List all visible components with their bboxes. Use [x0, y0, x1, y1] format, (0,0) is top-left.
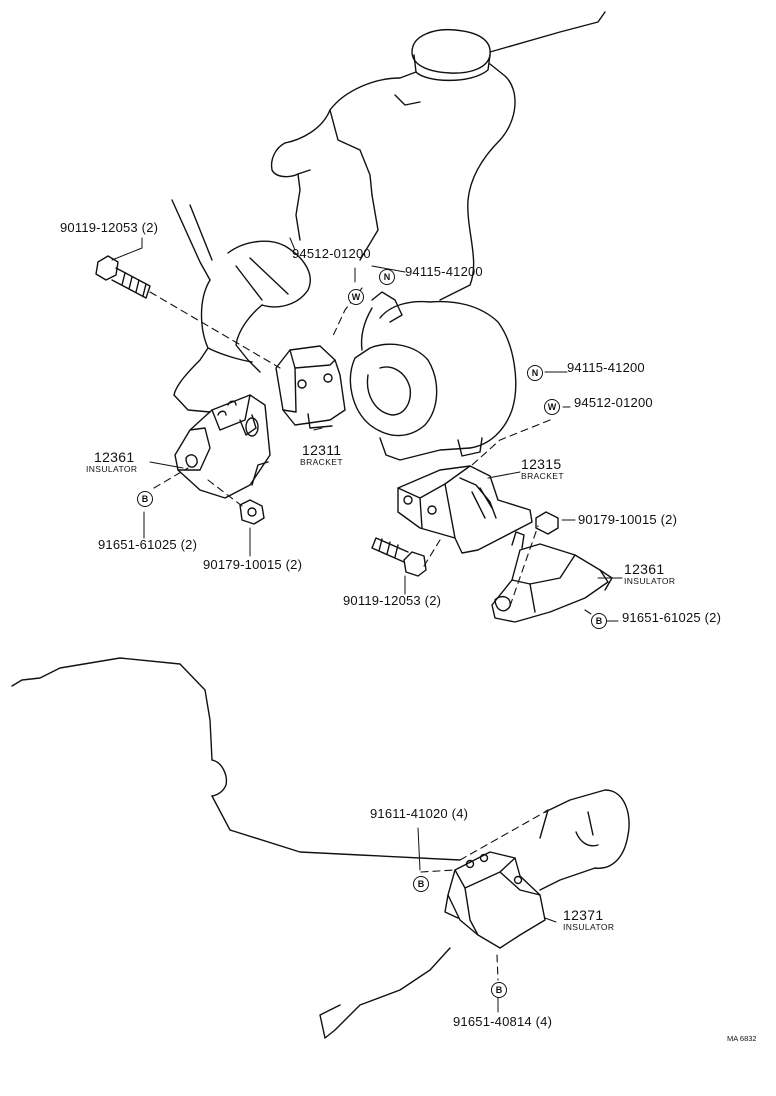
front-bolt-part: [96, 256, 150, 298]
left-insulator-part: [175, 395, 270, 498]
rear-insulator-name: INSULATOR: [563, 922, 615, 932]
washer-symbol-top: W: [348, 289, 364, 305]
right-bracket-name: BRACKET: [521, 471, 564, 481]
nut-right-part-number: 94115-41200: [567, 360, 645, 375]
right-bracket-number: 12315: [521, 456, 562, 472]
washer-right-part-number: 94512-01200: [574, 395, 653, 410]
leader-lines: [112, 238, 622, 1012]
washer-symbol-right: W: [544, 399, 560, 415]
right-insulator-name: INSULATOR: [624, 576, 676, 586]
rear-bolt-part-number: 91611-41020 (4): [370, 806, 469, 821]
engine-block-outline: [272, 12, 605, 300]
left-nut-part-number: 90179-10015 (2): [203, 557, 303, 572]
left-insulator-number: 12361: [94, 449, 135, 465]
left-bracket-name: BRACKET: [300, 457, 343, 467]
rear-insulator-number: 12371: [563, 907, 604, 923]
left-bracket-part: [276, 346, 345, 428]
washer-top-part-number: 94512-01200: [292, 246, 371, 261]
nut-top-part-number: 94115-41200: [405, 264, 483, 279]
right-bolt-part: [372, 538, 426, 576]
left-bolt-b-part-number: 91651-61025 (2): [98, 537, 198, 552]
fan-outline: [172, 200, 310, 412]
nut-symbol-right: N: [527, 365, 543, 381]
right-bracket-part: [398, 466, 532, 553]
right-insulator-number: 12361: [624, 561, 665, 577]
left-insulator-name: INSULATOR: [86, 464, 138, 474]
bolt-symbol-rear-bottom: B: [491, 982, 507, 998]
right-nut-part-number: 90179-10015 (2): [578, 512, 678, 527]
left-bracket-number: 12311: [302, 442, 342, 458]
alternator-outline: [350, 292, 515, 460]
transmission-outline: [12, 658, 629, 1038]
bolt-symbol-right: B: [591, 613, 607, 629]
right-insulator-part: [492, 532, 612, 622]
bolt-symbol-left: B: [137, 491, 153, 507]
figure-code: MA 6832: [727, 1034, 757, 1043]
right-bolt-b-part-number: 91651-61025 (2): [622, 610, 722, 625]
rear-insulator-part: [445, 852, 545, 948]
dashed-leader-lines: [150, 288, 597, 980]
bolt-symbol-rear-top: B: [413, 876, 429, 892]
rear-bolt-b-part-number: 91651-40814 (4): [453, 1014, 553, 1029]
front-bolt-part-number: 90119-12053 (2): [60, 220, 159, 235]
left-nut-part: [240, 500, 264, 524]
right-bolt-part-number: 90119-12053 (2): [343, 593, 442, 608]
right-nut-part: [536, 512, 558, 534]
nut-symbol-top: N: [379, 269, 395, 285]
